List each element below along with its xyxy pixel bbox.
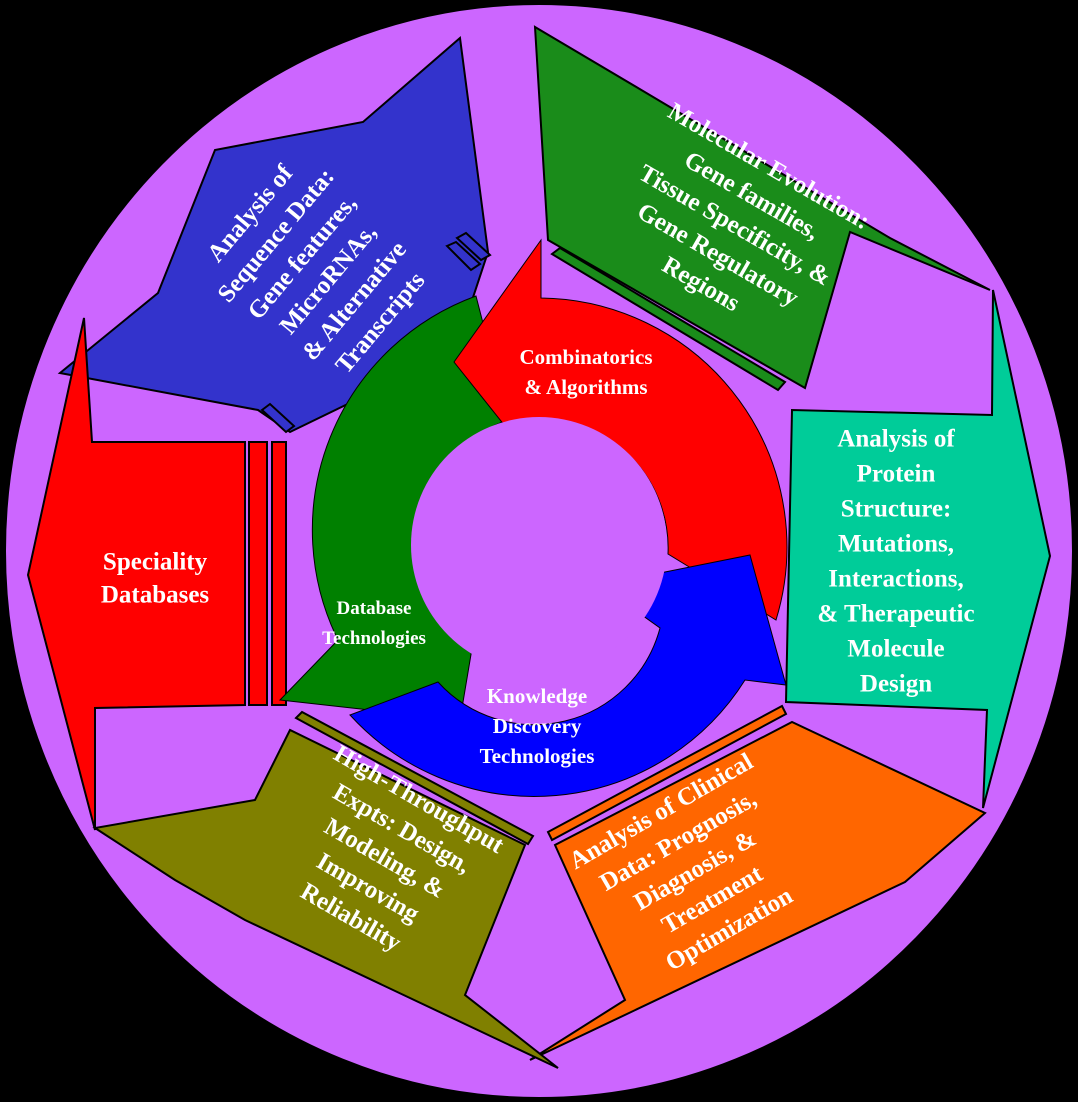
knowledge-cycle-arrow xyxy=(349,554,787,797)
speciality-label-line: Databases xyxy=(101,582,210,609)
combinatorics-label: Combinatorics & Algorithms xyxy=(520,345,653,399)
protein-label-line: Analysis of xyxy=(837,426,955,453)
protein-label-line: Structure: xyxy=(841,496,952,523)
knowledge-label-line: Discovery xyxy=(493,714,582,738)
speciality-label-line: Speciality xyxy=(103,549,208,576)
protein-label-line: Mutations, xyxy=(838,531,954,558)
combinatorics-label-line: Combinatorics xyxy=(520,345,653,369)
molecular-evolution-arrow xyxy=(533,25,991,392)
database-label-line: Database xyxy=(337,598,412,619)
combinatorics-label-line: & Algorithms xyxy=(524,375,647,399)
cycle-center xyxy=(411,417,667,673)
protein-label-line: Design xyxy=(860,671,932,698)
database-label-line: Technologies xyxy=(322,628,426,649)
protein-label-line: Protein xyxy=(857,461,936,488)
clinical-data-arrow xyxy=(529,704,987,1061)
sequence-analysis-arrow xyxy=(57,36,492,434)
protein-label-line: & Therapeutic xyxy=(817,601,974,628)
high-throughput-arrow xyxy=(92,710,559,1069)
speciality-databases-arrow xyxy=(26,317,287,831)
protein-structure-arrow xyxy=(784,289,1052,809)
evolution-label: Molecular Evolution:Gene families,Tissue… xyxy=(595,98,874,353)
protein-label-line: Interactions, xyxy=(828,566,963,593)
knowledge-label-line: Knowledge xyxy=(487,684,587,708)
knowledge-label-line: Technologies xyxy=(480,744,595,768)
protein-label-line: Molecule xyxy=(847,636,944,663)
